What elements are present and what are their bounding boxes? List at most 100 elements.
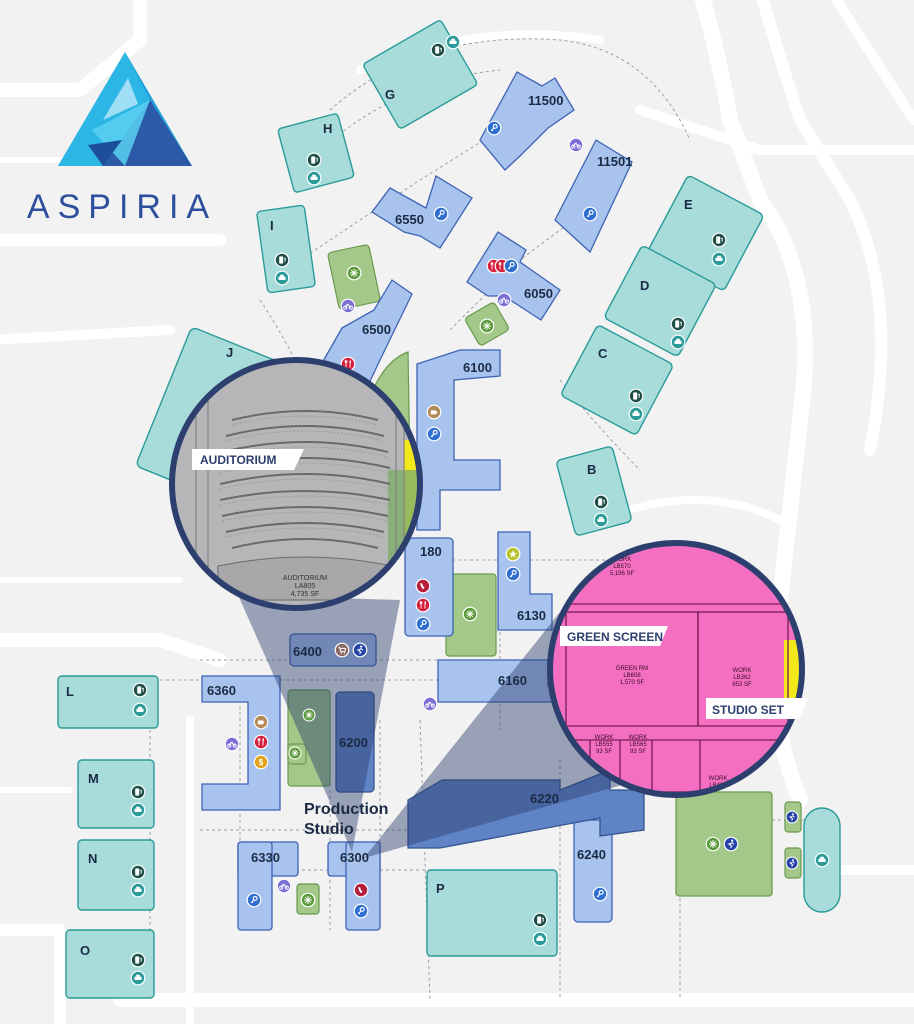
bike-icon[interactable] [276,878,292,894]
park-icon[interactable] [462,606,478,622]
key-icon[interactable] [246,892,262,908]
atm-icon[interactable] [253,754,269,770]
park-icon[interactable] [300,892,316,908]
bike-icon[interactable] [496,292,512,308]
ev-charging-icon[interactable] [130,864,146,880]
fitness-icon[interactable] [723,836,739,852]
bike-icon[interactable] [224,736,240,752]
ev-charging-icon[interactable] [532,912,548,928]
park-icon[interactable] [479,318,495,334]
fitness-icon[interactable] [785,810,799,824]
green-screen-tag-label: GREEN SCREEN [567,630,663,644]
ev-charging-icon[interactable] [670,316,686,332]
car-icon[interactable] [130,970,146,986]
key-icon[interactable] [486,120,502,136]
key-icon[interactable] [505,566,521,582]
parking-label-C: C [598,346,608,361]
parking-lot-D[interactable] [604,245,717,357]
fitness-icon[interactable] [352,642,368,658]
park-icon[interactable] [346,265,362,281]
ev-charging-icon[interactable] [430,42,446,58]
key-icon[interactable] [592,886,608,902]
ev-charging-icon[interactable] [132,682,148,698]
auditorium-room-name: AUDITORIUM [283,575,327,582]
studio-room-area: 853 SF [732,682,752,688]
car-icon[interactable] [132,702,148,718]
parking-label-P: P [436,881,445,896]
ev-charging-icon[interactable] [306,152,322,168]
auditorium-callout[interactable]: AUDITORIUM LA805 4,735 SF AUDITORIUM [169,357,428,612]
key-icon[interactable] [426,426,442,442]
car-icon[interactable] [532,931,548,947]
production-studio-label: Production Studio [304,801,388,838]
parking-label-O: O [80,943,90,958]
car-icon[interactable] [445,34,461,50]
studio-room-code: LB362 [733,675,751,681]
park-icon[interactable] [705,836,721,852]
car-icon[interactable] [670,334,686,350]
production-label-line1: Production [304,801,388,818]
car-icon[interactable] [628,406,644,422]
car-icon[interactable] [306,170,322,186]
car-icon[interactable] [274,270,290,286]
ev-charging-icon[interactable] [711,232,727,248]
key-icon[interactable] [415,616,431,632]
studio-callout[interactable]: GREEN RM LB608 1,570 SF WORK LB362 853 S… [547,540,808,800]
studio-room-name: GREEN RM [616,666,648,672]
building-11500[interactable] [479,71,575,171]
ev-charging-icon[interactable] [593,494,609,510]
car-icon[interactable] [593,512,609,528]
office-buildings [201,71,633,931]
key-icon[interactable] [433,206,449,222]
building-6360[interactable] [201,675,281,811]
car-icon[interactable] [711,251,727,267]
key-icon[interactable] [353,903,369,919]
studio-room-code: LB565 [629,742,647,748]
key-icon[interactable] [503,258,519,274]
bike-icon[interactable] [568,137,584,153]
ev-charging-icon[interactable] [274,252,290,268]
park-icon[interactable] [288,746,302,760]
parking-lot-I[interactable] [256,204,316,294]
building-6550[interactable] [371,175,473,249]
building-6200[interactable] [335,691,375,793]
bike-icon[interactable] [422,696,438,712]
parking-lot-C[interactable] [560,324,673,435]
label-6240: 6240 [577,847,606,862]
car-icon[interactable] [130,802,146,818]
aspiria-logo: ASPIRIA [27,52,209,226]
production-label-line2: Studio [304,821,354,838]
building-6050[interactable] [466,231,561,321]
phone-icon[interactable] [415,578,431,594]
ev-charging-icon[interactable] [130,784,146,800]
bike-icon[interactable] [340,298,356,314]
parking-lot-B[interactable] [556,446,632,536]
label-11500: 11500 [528,93,563,108]
building-6400[interactable] [289,633,377,667]
studio-room-code: LB570 [613,564,631,570]
parking-label-J: J [226,345,233,360]
coffee-icon[interactable] [253,714,269,730]
phone-icon[interactable] [353,882,369,898]
restaurant-icon[interactable] [253,734,269,750]
label-6180: 180 [420,544,442,559]
key-icon[interactable] [582,206,598,222]
coffee-icon[interactable] [426,404,442,420]
ev-charging-icon[interactable] [628,388,644,404]
parking-lot-P[interactable] [426,869,558,957]
building-6330[interactable] [237,841,273,931]
shop-icon[interactable] [334,642,350,658]
star-icon[interactable] [505,546,521,562]
park-icon[interactable] [302,708,316,722]
building-11501[interactable] [554,139,633,254]
fitness-icon[interactable] [785,856,799,870]
restaurant-icon[interactable] [415,597,431,613]
studio-room-code: LB555 [595,742,613,748]
car-icon[interactable] [814,852,830,868]
ev-charging-icon[interactable] [130,952,146,968]
building-6100[interactable] [416,349,501,531]
car-icon[interactable] [130,882,146,898]
parking-lot-G[interactable] [363,19,478,129]
